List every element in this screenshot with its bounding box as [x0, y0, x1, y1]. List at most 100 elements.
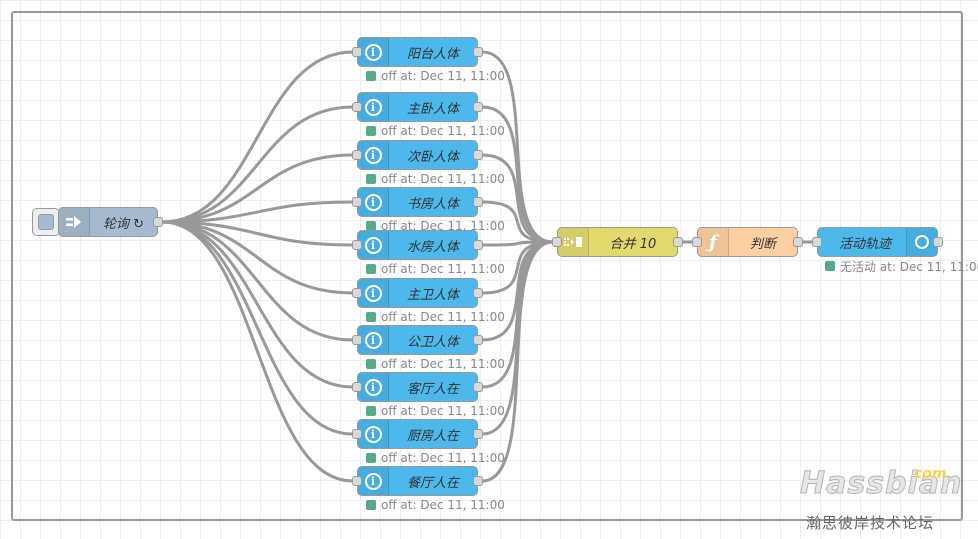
function-icon: ƒ: [698, 228, 729, 256]
sensor-node-status: off at: Dec 11, 11:00: [366, 124, 505, 138]
status-text: off at: Dec 11, 11:00: [381, 404, 505, 418]
status-dot: [366, 71, 376, 81]
input-port[interactable]: [352, 197, 362, 207]
output-port[interactable]: [933, 237, 943, 247]
sensor-node-status: off at: Dec 11, 11:00: [366, 262, 505, 276]
sensor-node-label: 厨房人在: [389, 425, 477, 444]
output-port[interactable]: [473, 150, 483, 160]
output-port[interactable]: [153, 217, 163, 227]
status-text: off at: Dec 11, 11:00: [381, 498, 505, 512]
sensor-node-label: 主卫人体: [389, 284, 477, 303]
input-port[interactable]: [352, 288, 362, 298]
wire: [162, 222, 353, 387]
info-icon: i: [358, 279, 389, 307]
info-icon: i: [358, 93, 389, 121]
output-port[interactable]: [473, 197, 483, 207]
sensor-node-label: 餐厅人在: [389, 472, 477, 491]
sensor-node[interactable]: i餐厅人在: [357, 466, 478, 496]
join-icon: [558, 228, 589, 256]
sensor-node-status: off at: Dec 11, 11:00: [366, 451, 505, 465]
status-text: off at: Dec 11, 11:00: [381, 451, 505, 465]
inject-button[interactable]: [32, 208, 60, 236]
sensor-node-status: off at: Dec 11, 11:00: [366, 310, 505, 324]
input-port[interactable]: [352, 150, 362, 160]
status-text: off at: Dec 11, 11:00: [381, 172, 505, 186]
sensor-node-status: off at: Dec 11, 11:00: [366, 498, 505, 512]
info-icon: i: [358, 141, 389, 169]
sensor-node-status: off at: Dec 11, 11:00: [366, 357, 505, 371]
sensor-node-status: off at: Dec 11, 11:00: [366, 172, 505, 186]
status-dot: [366, 500, 376, 510]
output-port[interactable]: [473, 288, 483, 298]
sensor-node[interactable]: i次卧人体: [357, 140, 478, 170]
sensor-node-label: 公卫人体: [389, 331, 477, 350]
watermark-subtitle: 瀚思彼岸技术论坛: [806, 512, 934, 533]
status-dot: [366, 264, 376, 274]
info-icon: i: [358, 326, 389, 354]
status-text: off at: Dec 11, 11:00: [381, 310, 505, 324]
output-port[interactable]: [473, 335, 483, 345]
info-icon: i: [358, 188, 389, 216]
wire: [162, 52, 353, 222]
wire: [162, 222, 353, 434]
sensor-node[interactable]: i书房人体: [357, 187, 478, 217]
sensor-node[interactable]: i主卧人体: [357, 92, 478, 122]
output-node-activity-track[interactable]: 活动轨迹: [817, 227, 938, 257]
sensor-node[interactable]: i厨房人在: [357, 419, 478, 449]
input-port[interactable]: [352, 429, 362, 439]
sensor-node-label: 水房人体: [389, 236, 477, 255]
sensor-node[interactable]: i水房人体: [357, 230, 478, 260]
arrow-right-icon: [59, 208, 90, 236]
input-port[interactable]: [352, 382, 362, 392]
info-icon: i: [358, 231, 389, 259]
status-dot: [366, 359, 376, 369]
output-port[interactable]: [793, 237, 803, 247]
function-node-label: 判断: [729, 233, 797, 252]
output-port[interactable]: [673, 237, 683, 247]
watermark-com: com: [914, 466, 947, 482]
output-port[interactable]: [473, 476, 483, 486]
input-port[interactable]: [352, 476, 362, 486]
output-port[interactable]: [473, 102, 483, 112]
output-port[interactable]: [473, 47, 483, 57]
info-icon: i: [358, 420, 389, 448]
sensor-node[interactable]: i公卫人体: [357, 325, 478, 355]
wire: [162, 107, 353, 222]
input-port[interactable]: [352, 240, 362, 250]
sensor-node[interactable]: i客厅人在: [357, 372, 478, 402]
wire: [162, 222, 353, 481]
status-dot: [366, 406, 376, 416]
inject-node-label: 轮询 ↻: [90, 213, 157, 232]
wire: [162, 222, 353, 340]
input-port[interactable]: [352, 47, 362, 57]
output-port[interactable]: [473, 240, 483, 250]
info-icon: i: [358, 467, 389, 495]
input-port[interactable]: [552, 237, 562, 247]
status-text: off at: Dec 11, 11:00: [381, 262, 505, 276]
output-port[interactable]: [473, 382, 483, 392]
status-text: off at: Dec 11, 11:00: [381, 357, 505, 371]
sensor-node-label: 客厅人在: [389, 378, 477, 397]
function-node[interactable]: ƒ 判断: [697, 227, 798, 257]
join-node[interactable]: 合并 10: [557, 227, 678, 257]
sensor-node[interactable]: i主卫人体: [357, 278, 478, 308]
status-dot: [366, 453, 376, 463]
sensor-node-label: 主卧人体: [389, 98, 477, 117]
input-port[interactable]: [692, 237, 702, 247]
sensor-node-label: 次卧人体: [389, 146, 477, 165]
input-port[interactable]: [352, 335, 362, 345]
sensor-node[interactable]: i阳台人体: [357, 37, 478, 67]
status-dot: [366, 174, 376, 184]
status-text: 无活动 at: Dec 11, 11:00: [840, 258, 978, 275]
output-node-label: 活动轨迹: [818, 233, 906, 252]
output-port[interactable]: [473, 429, 483, 439]
sensor-node-label: 书房人体: [389, 193, 477, 212]
input-port[interactable]: [352, 102, 362, 112]
sensor-node-status: off at: Dec 11, 11:00: [366, 404, 505, 418]
status-dot: [366, 126, 376, 136]
input-port[interactable]: [812, 237, 822, 247]
inject-button-square: [38, 214, 54, 230]
inject-node-polling[interactable]: 轮询 ↻: [58, 207, 158, 237]
status-text: off at: Dec 11, 11:00: [381, 124, 505, 138]
